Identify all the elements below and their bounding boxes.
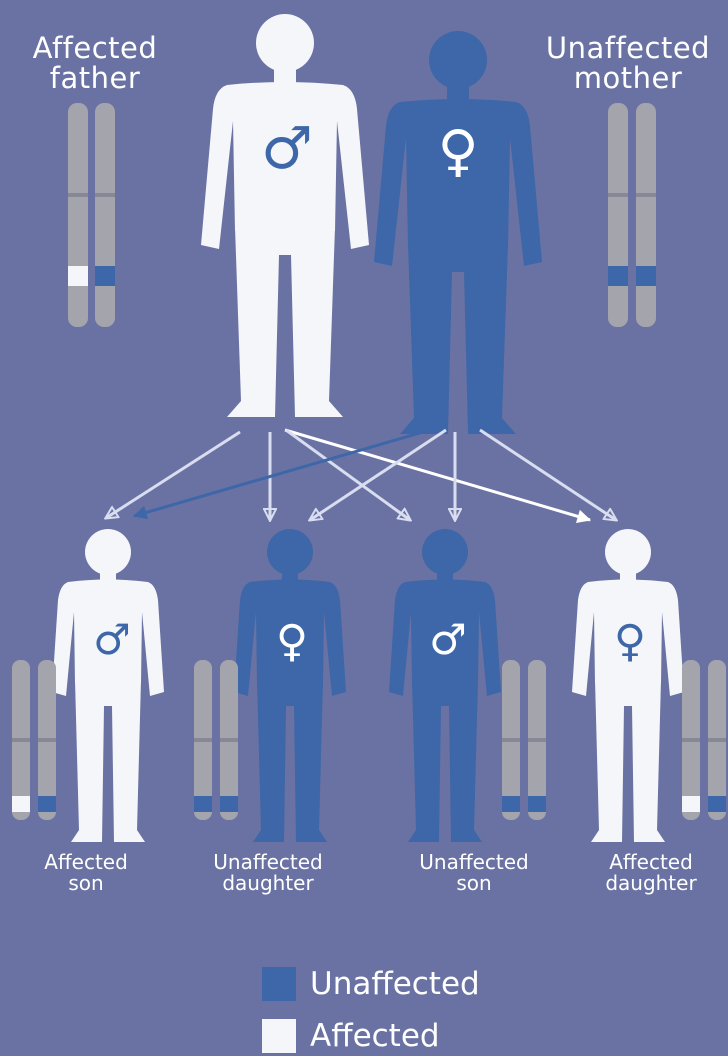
unaffected-daughter-chromosomes <box>194 660 238 820</box>
unaffected-gene-band <box>608 266 628 286</box>
legend-label-unaffected: Unaffected <box>310 966 480 1002</box>
affected-son-chromosomes <box>12 660 56 820</box>
female-symbol-icon: ♀ <box>614 616 646 667</box>
male-symbol-icon: ♂ <box>261 114 313 182</box>
child-unaffected-son: ♂ <box>389 529 501 842</box>
father-label: Affected father <box>10 34 180 93</box>
affected-swatch <box>262 1019 296 1053</box>
child-label-unaffected-son: Unaffected son <box>394 852 554 894</box>
male-symbol-icon: ♂ <box>429 615 467 664</box>
unaffected-gene-band <box>502 796 520 812</box>
mother-label: Unaffected mother <box>528 34 728 93</box>
child-unaffected-daughter: ♀ <box>234 529 346 842</box>
female-symbol-icon: ♀ <box>276 616 308 667</box>
unaffected-gene-band <box>636 266 656 286</box>
male-symbol-icon: ♂ <box>93 615 131 664</box>
child-label-affected-daughter: Affected daughter <box>576 852 726 894</box>
female-symbol-icon: ♀ <box>437 119 478 184</box>
affected-gene-band <box>68 266 88 286</box>
mother-figure: ♀ <box>374 31 542 434</box>
legend-item-unaffected: Unaffected <box>262 966 480 1002</box>
child-affected-son: ♂ <box>52 529 164 842</box>
unaffected-gene-band <box>38 796 56 812</box>
mother-chromosomes <box>608 103 656 327</box>
unaffected-gene-band <box>194 796 212 812</box>
legend-item-affected: Affected <box>262 1018 440 1054</box>
arrow-father-to-son <box>286 430 410 520</box>
inheritance-arrows <box>106 430 616 520</box>
unaffected-gene-band <box>220 796 238 812</box>
unaffected-swatch <box>262 967 296 1001</box>
child-label-affected-son: Affected son <box>16 852 156 894</box>
father-figure: ♂ <box>201 14 369 417</box>
legend-label-affected: Affected <box>310 1018 440 1054</box>
unaffected-gene-band <box>528 796 546 812</box>
unaffected-gene-band <box>708 796 726 812</box>
affected-gene-band <box>12 796 30 812</box>
father-chromosomes <box>68 103 115 327</box>
unaffected-son-chromosomes <box>502 660 546 820</box>
affected-gene-band <box>682 796 700 812</box>
affected-daughter-chromosomes <box>682 660 726 820</box>
child-label-unaffected-daughter: Unaffected daughter <box>188 852 348 894</box>
unaffected-gene-band <box>95 266 115 286</box>
child-affected-daughter: ♀ <box>572 529 684 842</box>
